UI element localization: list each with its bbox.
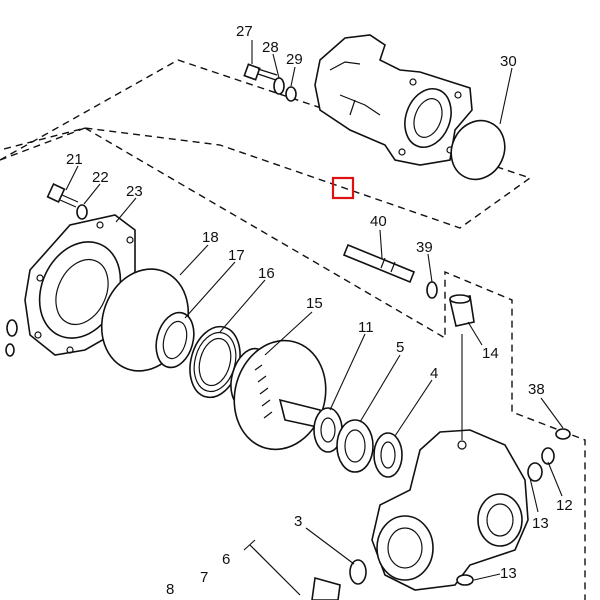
label-17: 17	[228, 247, 245, 264]
label-12: 12	[556, 497, 573, 514]
label-23: 23	[126, 183, 143, 200]
label-11: 11	[358, 319, 374, 336]
seal-3	[349, 559, 367, 585]
label-30: 30	[500, 53, 517, 70]
label-21: 21	[66, 151, 83, 168]
label-13-upper: 13	[532, 515, 549, 532]
o-ring-30	[450, 119, 506, 181]
label-39: 39	[416, 239, 433, 256]
nut-12	[527, 447, 555, 482]
label-27: 27	[236, 23, 253, 40]
label-40: 40	[370, 213, 387, 230]
bolt-27	[243, 63, 278, 81]
label-14: 14	[482, 345, 499, 362]
shaft-6	[249, 544, 341, 600]
label-5: 5	[396, 339, 404, 356]
label-16: 16	[258, 265, 275, 282]
bolt-21	[46, 183, 79, 208]
label-6: 6	[222, 551, 230, 568]
bearing-4	[373, 432, 403, 478]
label-29: 29	[286, 51, 303, 68]
washer-13-lower	[456, 574, 474, 586]
upper-housing	[314, 34, 473, 166]
label-15: 15	[306, 295, 323, 312]
clip-39	[426, 281, 438, 299]
label-28: 28	[262, 39, 279, 56]
upper-group-outline	[0, 59, 532, 229]
washer-22	[76, 204, 88, 220]
main-group-outline	[0, 127, 586, 600]
left-edge-washer	[5, 319, 18, 357]
ring-gear-15	[230, 339, 327, 451]
bearing-5	[336, 419, 374, 473]
washer-29	[285, 86, 297, 102]
label-38: 38	[528, 381, 545, 398]
seal-17	[155, 311, 195, 369]
selection-marker[interactable]	[331, 176, 355, 200]
label-3: 3	[294, 513, 302, 530]
final-drive-housing	[371, 429, 529, 591]
plug-14	[449, 294, 475, 327]
label-13-lower: 13	[500, 565, 517, 582]
pin-40	[342, 243, 416, 284]
label-22: 22	[92, 169, 109, 186]
label-4: 4	[430, 365, 438, 382]
washer-38	[555, 428, 571, 440]
label-8: 8	[166, 581, 174, 598]
washer-28	[273, 77, 285, 95]
leader-lines	[65, 40, 564, 581]
label-7: 7	[200, 569, 208, 586]
part-numbers: 27 28 29 30 21 22 23 18 17 16 15 40 39 1…	[66, 23, 573, 598]
label-18: 18	[202, 229, 219, 246]
